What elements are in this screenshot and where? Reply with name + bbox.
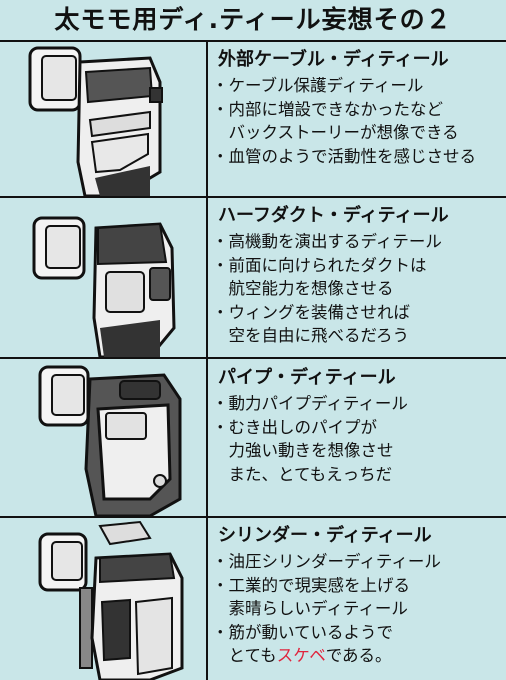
panel-3-line: また、とてもえっちだ: [212, 464, 393, 484]
last-line-pre: とても: [212, 646, 277, 665]
divider-top: [0, 40, 506, 42]
divider-vertical: [206, 40, 208, 680]
panel-1-line: ・内部に増設できなかったなど: [212, 99, 443, 119]
panel-4-line: ・油圧シリンダーディティール: [212, 552, 441, 571]
panel-1-line: ・ケーブル保護ディティール: [212, 76, 424, 95]
panel-1-text: 外部ケーブル・ディティール ・ケーブル保護ディティール ・内部に増設できなかった…: [212, 48, 502, 168]
panel-3-line: 力強い動きを想像させ: [212, 441, 394, 460]
panel-1-heading: 外部ケーブル・ディティール: [218, 49, 449, 70]
panel-4-last-line: とてもスケベである。: [212, 644, 502, 668]
panel-3-line: ・動力パイプディティール: [212, 394, 408, 413]
panel-4-heading: シリンダー・ディティール: [218, 525, 432, 546]
divider-3: [0, 516, 506, 518]
panel-2-line: ・ウィングを装備させれば: [212, 302, 410, 322]
panel-4-line: ・筋が動いているようで: [212, 622, 394, 642]
panel-2-line: ・前面に向けられたダクトは: [212, 255, 427, 275]
panel-2-line: 空を自由に飛べるだろう: [212, 326, 410, 345]
panel-2-line: 航空能力を想像させる: [212, 279, 394, 298]
panel-4-line: 素晴らしいディティール: [212, 599, 408, 618]
panel-4-text: シリンダー・ディティール ・油圧シリンダーディティール ・工業的で現実感を上げる…: [212, 524, 502, 668]
panel-2-line: ・高機動を演出するディテール: [212, 232, 442, 251]
panel-1-line: バックストーリーが想像できる: [212, 123, 459, 142]
illustration-cable-detail: [0, 42, 205, 196]
last-line-post: である。: [325, 646, 392, 665]
panel-1-line: ・血管のようで活動性を感じさせる: [212, 146, 476, 166]
highlight-word: スケベ: [276, 646, 326, 665]
panel-3-text: パイプ・ディティール ・動力パイプディティール ・むき出しのパイプが 力強い動き…: [212, 366, 502, 486]
panel-4-line: ・工業的で現実感を上げる: [212, 575, 410, 595]
panel-2-text: ハーフダクト・ディティール ・高機動を演出するディテール ・前面に向けられたダク…: [212, 204, 502, 348]
panel-3-heading: パイプ・ディティール: [218, 367, 396, 388]
divider-2: [0, 357, 506, 359]
illustration-cylinder-detail: [0, 518, 205, 680]
panel-3-line: ・むき出しのパイプが: [212, 417, 377, 437]
page-title: 太モモ用ディ.ティール妄想その２: [54, 5, 452, 34]
illustration-half-duct-detail: [0, 198, 205, 357]
divider-1: [0, 196, 506, 198]
panel-2-heading: ハーフダクト・ディティール: [218, 205, 449, 226]
illustration-pipe-detail: [0, 359, 205, 516]
